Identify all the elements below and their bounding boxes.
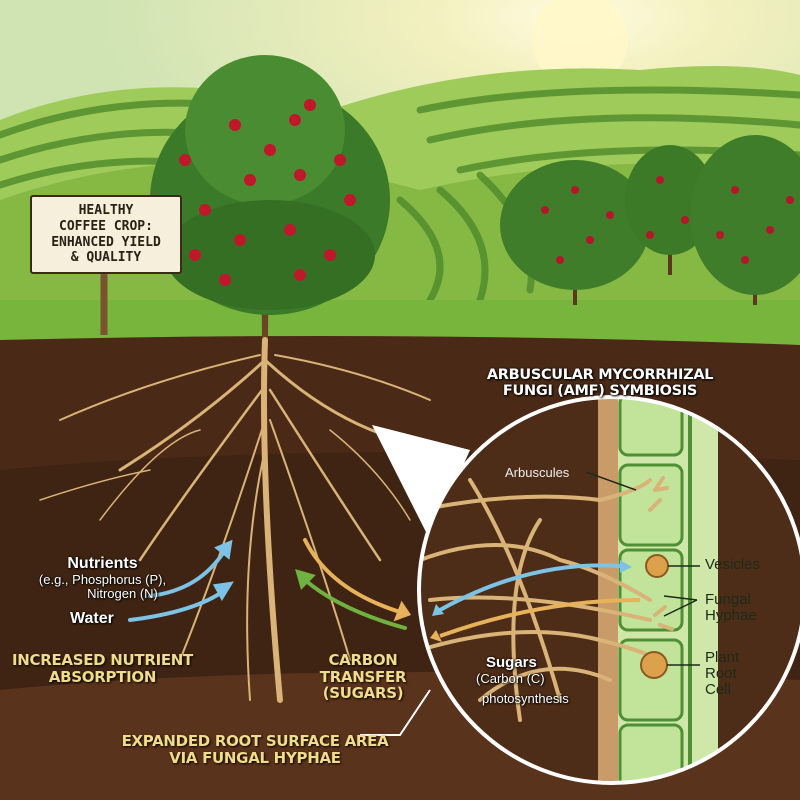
sign-line: COFFEE CROP:	[59, 218, 153, 234]
carbon-line: CARBON	[328, 651, 398, 669]
nutrients-detail: (e.g., Phosphorus (P),	[38, 571, 167, 587]
sugars-detail: (Carbon (C)	[476, 670, 545, 686]
expanded-root-label: EXPANDED ROOT SURFACE AREA VIA FUNGAL HY…	[110, 733, 400, 766]
absorption-line: INCREASED NUTRIENT	[11, 651, 193, 669]
hyphae-line: Fungal	[705, 591, 751, 608]
vesicle	[645, 554, 669, 578]
fungal-hyphae-label: Fungal Hyphae	[705, 592, 757, 624]
amf-title-line: FUNGI (AMF) SYMBIOSIS	[502, 382, 698, 399]
photosynthesis-label: photosynthesis	[482, 690, 569, 706]
carbon-line: TRANSFER	[319, 667, 407, 686]
green-arrow	[303, 578, 407, 630]
sign-line: & QUALITY	[70, 250, 142, 266]
inset-circle	[419, 397, 800, 783]
nutrients-label: Nutrients (e.g., Phosphorus (P), Nitroge…	[10, 555, 195, 601]
expanded-line: VIA FUNGAL HYPHAE	[169, 748, 341, 767]
hyphae-line: Hyphae	[705, 606, 757, 624]
cell-line: Cell	[705, 680, 731, 698]
zoom-wedge	[372, 425, 470, 540]
sign-line: HEALTHY	[78, 203, 134, 219]
absorption-label: INCREASED NUTRIENT ABSORPTION	[0, 652, 205, 685]
cell-line: Root	[705, 664, 737, 682]
sun	[532, 0, 628, 88]
amf-title-line: ARBUSCULAR MYCORRHIZAL	[486, 367, 714, 383]
vesicles-label: Vesicles	[705, 556, 761, 573]
carbon-line: (SUGARS)	[322, 684, 404, 702]
root-cell-vesicle	[640, 651, 668, 679]
sign-board: HEALTHY COFFEE CROP: ENHANCED YIELD & QU…	[30, 195, 182, 274]
arbuscules-label: Arbuscules	[505, 465, 570, 480]
nutrients-detail: Nitrogen (N)	[87, 585, 158, 601]
carbon-transfer-label: CARBON TRANSFER (SUGARS)	[318, 652, 408, 702]
nutrient-arrow	[148, 548, 227, 598]
sugars-title: Sugars	[486, 654, 537, 671]
carbon-arrow	[303, 538, 402, 614]
absorption-line: ABSORPTION	[48, 667, 157, 686]
background-coffee-plants	[500, 135, 800, 305]
water-label: Water	[70, 610, 114, 627]
arrows	[128, 538, 412, 630]
sugars-label: Sugars (Carbon (C) photosynthesis	[476, 654, 569, 706]
cell-line: Plant	[705, 649, 740, 666]
sign-line: ENHANCED YIELD	[51, 234, 161, 250]
expanded-line: EXPANDED ROOT SURFACE AREA	[121, 732, 389, 750]
leader-line	[360, 689, 431, 736]
exchange-arrow	[439, 563, 621, 612]
plant-root-cell-label: Plant Root Cell	[705, 650, 739, 697]
water-arrow	[128, 588, 227, 622]
amf-title: ARBUSCULAR MYCORRHIZAL FUNGI (AMF) SYMBI…	[440, 367, 760, 400]
hyphae	[419, 476, 674, 722]
nutrients-title: Nutrients	[67, 555, 138, 572]
main-coffee-tree	[150, 55, 390, 340]
